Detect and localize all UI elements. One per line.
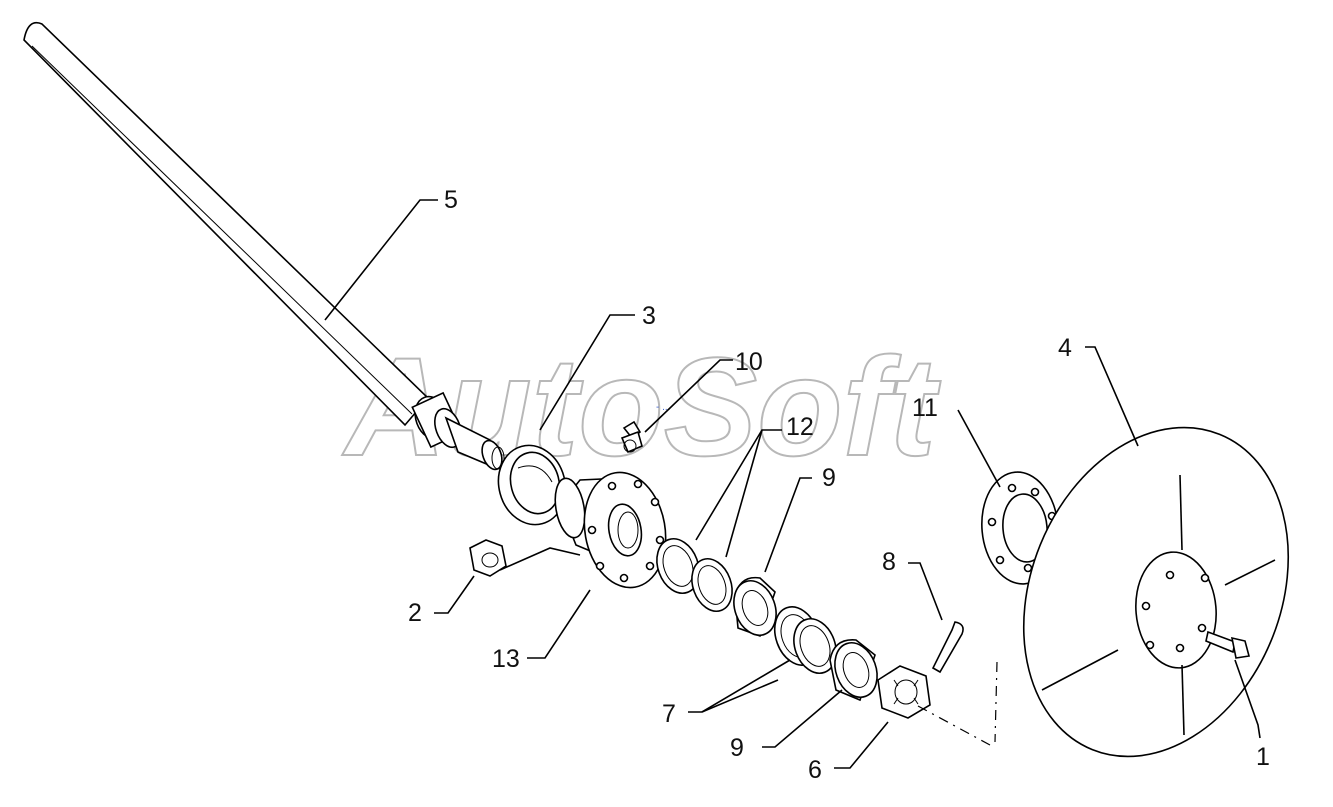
axle-shaft <box>23 21 505 471</box>
callout-2: 2 <box>408 599 422 627</box>
callout-9-upper: 9 <box>822 464 836 492</box>
callout-1: 1 <box>1256 743 1270 771</box>
disc <box>1022 426 1290 758</box>
callout-3: 3 <box>642 302 656 330</box>
callout-10: 10 <box>735 348 763 376</box>
callout-7: 7 <box>662 700 676 728</box>
callout-6: 6 <box>808 756 822 784</box>
bearing-cups <box>773 606 837 674</box>
cotter-pin <box>931 621 964 674</box>
callout-11: 11 <box>912 394 938 422</box>
callout-13: 13 <box>492 645 520 673</box>
castle-nut <box>877 665 931 719</box>
nut <box>469 539 507 577</box>
grease-nipple <box>620 420 643 454</box>
seal-cup <box>497 444 567 526</box>
callout-12: 12 <box>786 413 814 441</box>
leader-lines <box>324 199 1261 769</box>
callout-labels: 1 2 3 4 5 6 7 8 9 9 10 11 12 13 <box>408 186 1270 784</box>
hub <box>554 471 667 589</box>
callout-9-lower: 9 <box>730 734 744 762</box>
callout-5: 5 <box>444 186 458 214</box>
callout-8: 8 <box>882 548 896 576</box>
bearing-upper <box>733 576 777 638</box>
svg-text:- ...: - ... <box>656 402 670 413</box>
callout-4: 4 <box>1058 334 1072 362</box>
seals <box>656 538 733 612</box>
bolt <box>1205 630 1251 659</box>
bearing-lower <box>829 639 878 702</box>
